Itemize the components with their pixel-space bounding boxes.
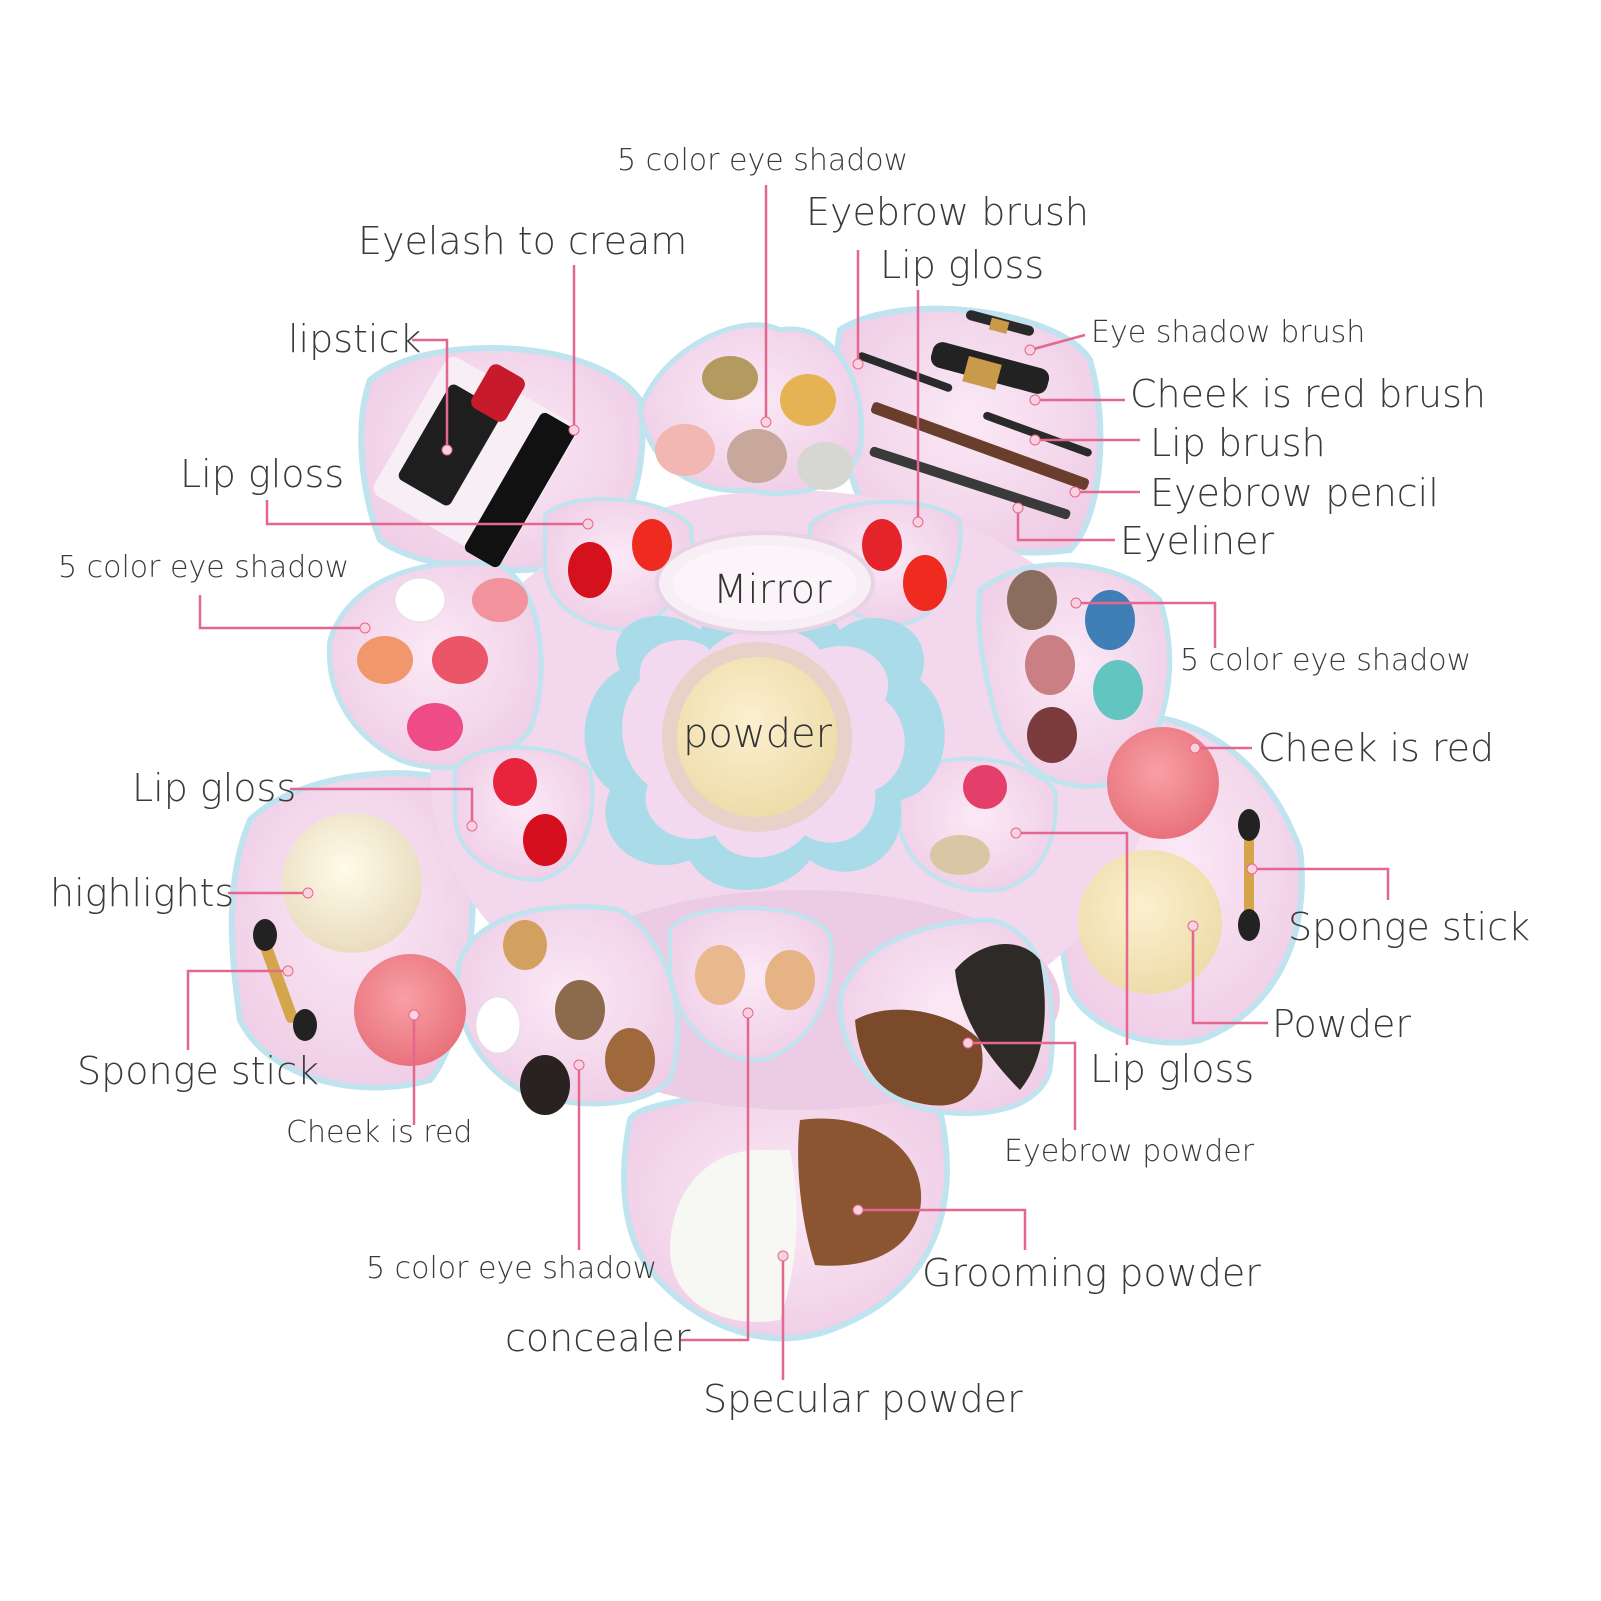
label-sponge-stick-left: Sponge stick [77, 1049, 319, 1093]
mascara [464, 412, 576, 568]
leader-eye-shadow-brush [1029, 333, 1086, 352]
mirror-glass [673, 545, 857, 621]
eyeshadow-bottom-pans [475, 920, 655, 1115]
leader-lip-gloss-left [290, 787, 474, 826]
label-powder-right: Powder [1272, 1002, 1412, 1046]
label-cheek-red-right: Cheek is red [1258, 726, 1495, 770]
powder-pan-right [1078, 850, 1222, 994]
lipstick-box [373, 356, 577, 568]
eyebrow-brush [857, 352, 953, 392]
eyeliner [869, 446, 1071, 520]
eyeshadow-top-pans [655, 356, 853, 490]
powder-compact [677, 657, 837, 817]
lipstick [398, 384, 502, 506]
leader-lip-gloss-left-upper [265, 500, 588, 526]
label-cheek-red-brush: Cheek is red brush [1130, 372, 1486, 416]
leader-eyeliner [1016, 508, 1115, 542]
leader-dots [282, 344, 1258, 1262]
eyeshadow-left-pans [357, 577, 528, 751]
label-specular-powder: Specular powder [703, 1377, 1023, 1421]
label-lip-gloss-top: Lip gloss [880, 243, 1045, 287]
blush-pan-right [1107, 727, 1219, 839]
label-eyebrow-pencil: Eyebrow pencil [1150, 471, 1439, 515]
label-eyebrow-powder: Eyebrow powder [1004, 1134, 1255, 1169]
leader-sponge-stick-right [1252, 867, 1390, 900]
label-grooming-powder: Grooming powder [922, 1251, 1261, 1295]
label-concealer: concealer [505, 1316, 691, 1360]
leader-eyebrow-powder [968, 1041, 1077, 1130]
sponge-stick-left [253, 919, 317, 1041]
sponge-stick-right [1238, 809, 1260, 941]
label-highlights: highlights [50, 871, 235, 915]
petal-small-bottom [668, 906, 834, 1063]
brush-box [857, 310, 1092, 520]
leader-grooming-powder [858, 1208, 1027, 1250]
specular-powder-pan [670, 1150, 797, 1322]
label-eye-shadow-brush: Eye shadow brush [1091, 315, 1366, 350]
label-lip-brush: Lip brush [1150, 421, 1326, 465]
label-cheek-red-left: Cheek is red [286, 1115, 473, 1150]
eyebrow-powder-dark [955, 943, 1045, 1090]
label-eyeshadow-bottom: 5 color eye shadow [366, 1251, 658, 1286]
leader-sponge-stick-left [186, 969, 288, 1050]
grooming-powder-pan [798, 1118, 922, 1266]
eyeshadow-right-pans [1007, 570, 1143, 763]
label-sponge-stick-right: Sponge stick [1288, 905, 1530, 949]
leader-lip-gloss-right [1016, 831, 1129, 1045]
label-eyeshadow-left: 5 color eye shadow [58, 550, 350, 585]
label-lipstick: lipstick [288, 317, 422, 361]
concealer-pans [695, 945, 815, 1010]
label-eyeshadow-right: 5 color eye shadow [1180, 643, 1472, 678]
eyebrow-powder-brown [855, 1009, 983, 1106]
highlight-pan [282, 813, 422, 953]
label-eyeliner: Eyeliner [1120, 519, 1275, 563]
label-eyeshadow-top: 5 color eye shadow [617, 143, 909, 178]
label-lip-gloss-right: Lip gloss [1090, 1047, 1255, 1091]
leader-eyeshadow-right [1076, 601, 1217, 648]
label-lip-gloss-left-upper: Lip gloss [180, 452, 345, 496]
leader-concealer [680, 1013, 750, 1342]
label-eyelash-cream: Eyelash to cream [358, 219, 688, 263]
label-eyebrow-brush: Eyebrow brush [806, 190, 1089, 234]
powder-center-label: powder [683, 711, 833, 757]
leader-powder-right [1191, 926, 1268, 1025]
leader-lines [186, 185, 1390, 1380]
eyebrow-pencil [871, 402, 1089, 490]
leader-lipstick [412, 338, 449, 448]
lip-gloss-pans [493, 519, 1007, 875]
blush-pan-left [354, 954, 466, 1066]
leader-eyeshadow-left [198, 595, 365, 630]
label-lip-gloss-left: Lip gloss [132, 766, 297, 810]
mirror-label: Mirror [713, 567, 832, 613]
lip-brush [983, 411, 1092, 457]
